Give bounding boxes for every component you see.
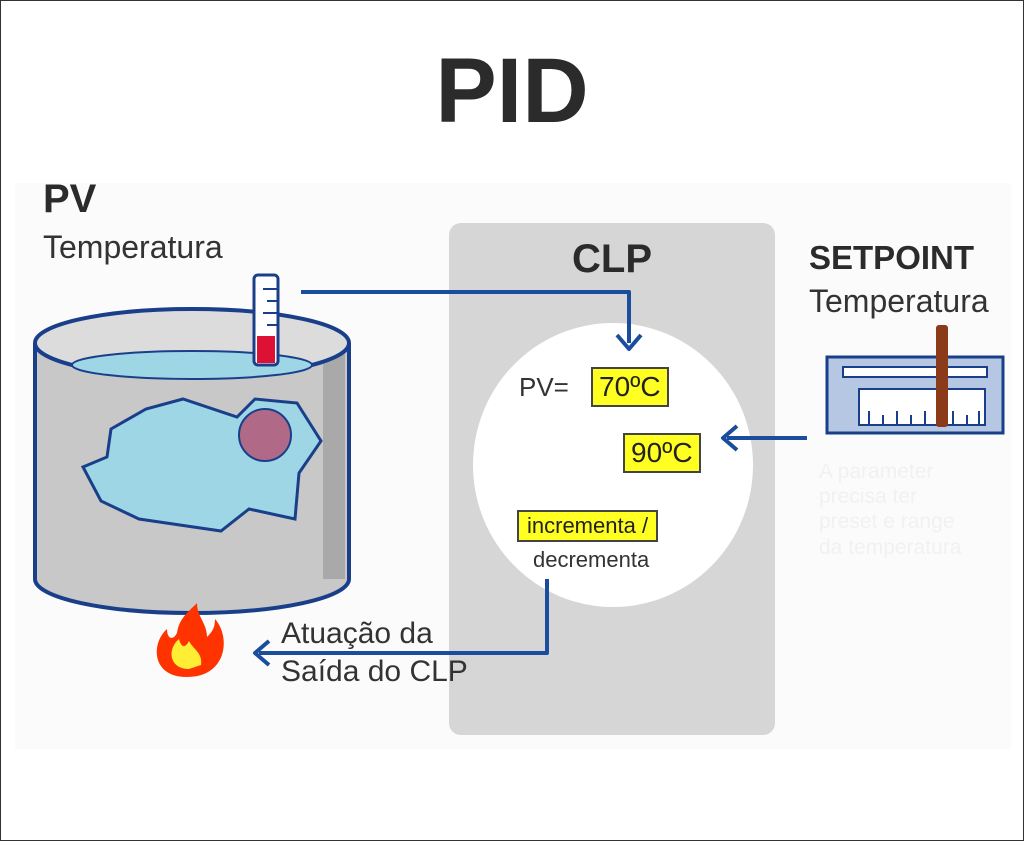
pv-subtitle: Temperatura xyxy=(43,229,223,265)
action-increment-label: incrementa / xyxy=(517,510,659,542)
diagram-title: PID xyxy=(435,40,589,142)
signal-arrows xyxy=(253,290,807,667)
thermometer-icon xyxy=(252,273,280,367)
output-label-line2: Saída do CLP xyxy=(281,655,468,688)
pv-to-clp-arrow xyxy=(301,290,631,343)
tank-icon xyxy=(33,307,351,615)
pv-reading-label: PV= xyxy=(519,372,569,402)
tank-shade xyxy=(323,353,345,579)
thermometer-bulb xyxy=(238,408,292,462)
pv-reading-value: 70ºC xyxy=(591,367,669,407)
setpoint-pointer xyxy=(936,325,948,427)
setpoint-faint-note: A parameter precisa ter preset e range d… xyxy=(819,459,1019,560)
clp-output-arrow xyxy=(259,579,549,655)
setpoint-subtitle: Temperatura xyxy=(809,283,989,319)
action-decrement-label: decrementa xyxy=(533,547,650,572)
setpoint-reading-value: 90ºC xyxy=(623,433,701,473)
pv-title: PV xyxy=(43,177,97,221)
faint-note-line: precisa ter xyxy=(819,485,918,509)
faint-note-line: A parameter xyxy=(819,460,934,483)
faint-note-line: preset e range xyxy=(819,510,955,534)
water-surface xyxy=(71,350,313,380)
output-label-line1: Atuação da xyxy=(281,617,433,650)
setpoint-title: SETPOINT xyxy=(809,239,975,276)
flame-icon xyxy=(156,603,224,677)
faint-note-line: da temperatura xyxy=(819,535,962,559)
setpoint-dial-icon xyxy=(825,325,1005,435)
clp-title: CLP xyxy=(572,237,652,281)
